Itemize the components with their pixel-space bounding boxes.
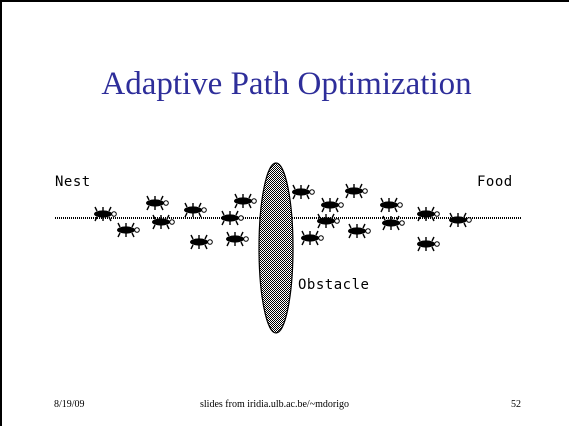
ant-icon xyxy=(320,197,344,213)
ant-icon xyxy=(316,213,340,229)
footer-date: 8/19/09 xyxy=(54,399,85,410)
ant-icon xyxy=(448,212,472,228)
ant-icon xyxy=(300,230,324,246)
ant-icon xyxy=(379,197,403,213)
slide-title: Adaptive Path Optimization xyxy=(101,66,472,102)
footer-source: slides from iridia.ulb.ac.be/~mdorigo xyxy=(200,399,349,410)
food-label: Food xyxy=(477,174,513,190)
ant-icon xyxy=(145,195,170,211)
ant-icon xyxy=(344,183,368,199)
obstacle-label: Obstacle xyxy=(298,277,370,293)
ant-icon xyxy=(233,193,257,209)
ant-icon xyxy=(225,231,250,247)
ant-icon xyxy=(183,202,208,218)
ant-icon xyxy=(116,222,141,238)
footer-page-number: 52 xyxy=(511,399,521,410)
nest-label: Nest xyxy=(55,174,91,190)
obstacle xyxy=(258,162,294,334)
ant-icon xyxy=(189,234,214,250)
ant-icon xyxy=(220,210,245,226)
ant-icon xyxy=(416,236,440,252)
ant-icon xyxy=(347,223,371,239)
ant-icon xyxy=(291,184,315,200)
